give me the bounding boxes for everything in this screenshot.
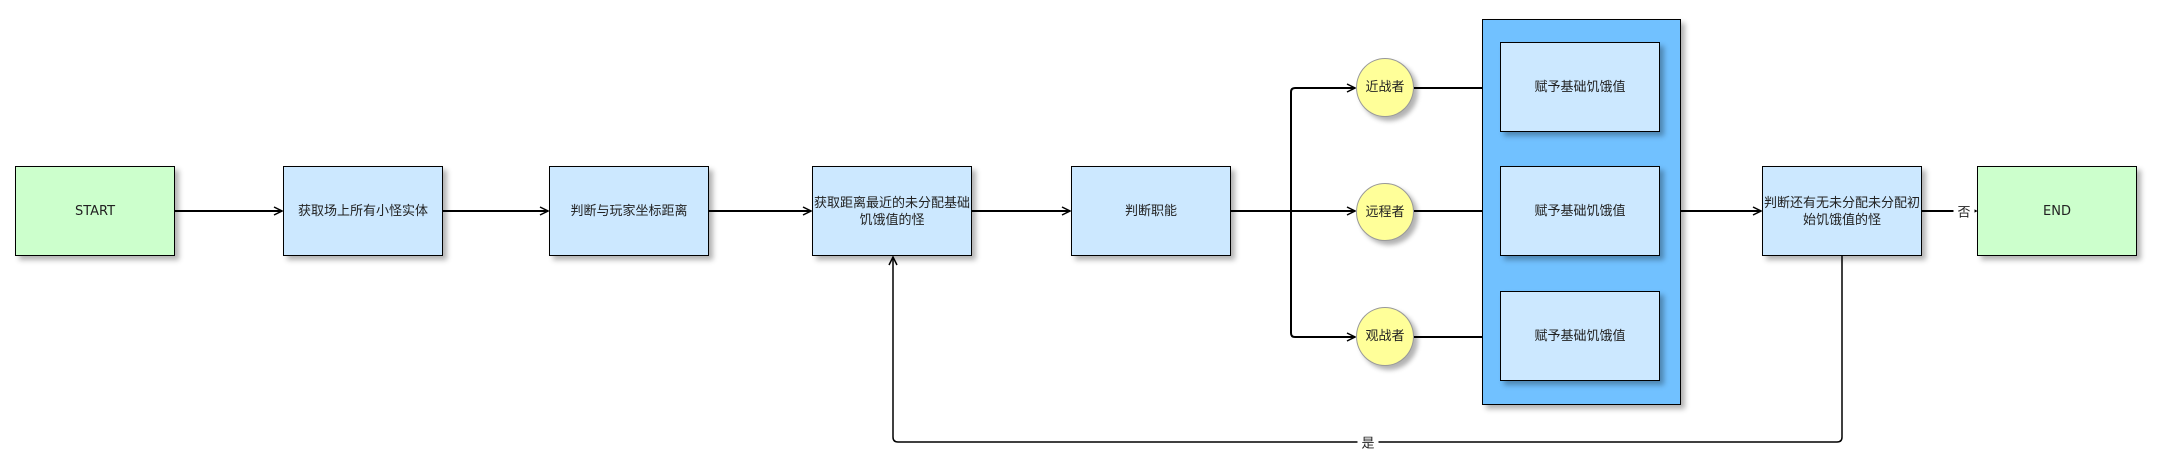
check-remaining-node[interactable]: 判断还有无未分配未分配初始饥饿值的怪 [1762,166,1922,256]
assign-melee-node[interactable]: 赋予基础饥饿值 [1500,42,1660,132]
melee-label: 近战者 [1365,80,1405,95]
ranged-label: 远程者 [1365,204,1405,220]
assign-spectator-node[interactable]: 赋予基础饥饿值 [1500,291,1660,381]
get-all-monsters-node[interactable]: 获取场上所有小怪实体 [283,166,443,256]
judge-distance-node[interactable]: 判断与玩家坐标距离 [549,166,709,256]
spectator-label: 观战者 [1365,329,1405,344]
edge-role-melee [1290,88,1355,211]
melee-node[interactable]: 近战者 [1356,58,1414,117]
assign1-label: 赋予基础饥饿值 [1534,79,1626,95]
get-nearest-node[interactable]: 获取距离最近的未分配基础饥饿值的怪 [812,166,972,256]
spectator-node[interactable]: 观战者 [1356,307,1414,366]
judge-role-node[interactable]: 判断职能 [1071,166,1231,256]
get-nearest-label: 获取距离最近的未分配基础饥饿值的怪 [813,196,970,228]
assign-ranged-node[interactable]: 赋予基础饥饿值 [1500,166,1660,256]
get-all-label: 获取场上所有小怪实体 [297,203,428,219]
end-label: END [2043,203,2071,219]
start-label: START [74,203,116,219]
judge-dist-label: 判断与玩家坐标距离 [570,203,688,219]
check-remaining-label: 判断还有无未分配未分配初始饥饿值的怪 [1763,196,1920,228]
start-node[interactable]: START [15,166,175,256]
edge-label-yes: 是 [1357,432,1379,452]
judge-role-label: 判断职能 [1124,203,1177,219]
assign3-label: 赋予基础饥饿值 [1534,328,1626,344]
assign2-label: 赋予基础饥饿值 [1534,203,1626,219]
end-node[interactable]: END [1977,166,2137,256]
edge-label-no: 否 [1953,201,1975,221]
edge-role-spectator [1290,211,1355,337]
ranged-node[interactable]: 远程者 [1356,183,1414,241]
